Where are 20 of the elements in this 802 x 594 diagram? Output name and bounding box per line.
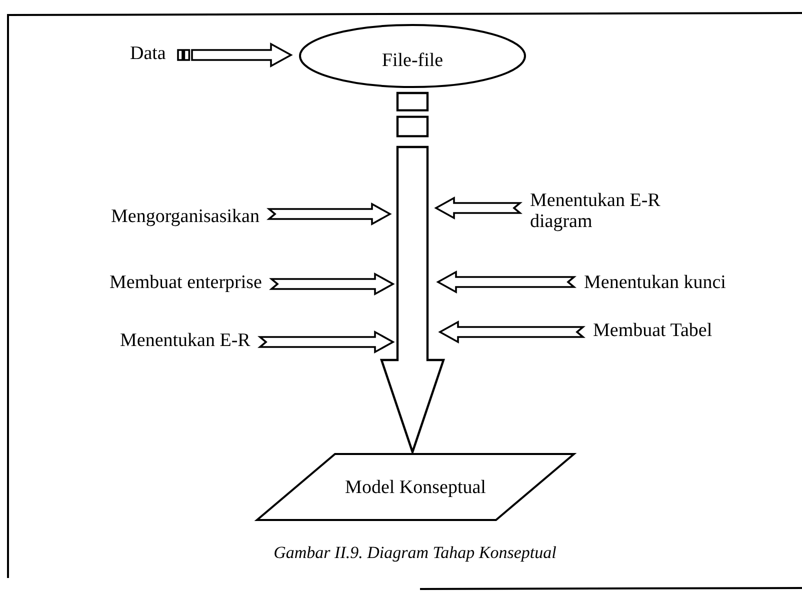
figure-caption: Gambar II.9. Diagram Tahap Konseptual <box>272 543 558 563</box>
block-arrow <box>380 92 446 456</box>
block-arrow <box>438 320 586 344</box>
block-arrow <box>269 272 395 296</box>
node-label: File-file <box>382 50 444 70</box>
block-arrow <box>436 270 576 294</box>
step-label: Data <box>130 42 166 64</box>
step-label: Mengorganisasikan <box>111 206 260 226</box>
data-parallelogram <box>256 453 575 521</box>
block-arrow <box>434 196 522 220</box>
block-arrow <box>258 330 395 354</box>
ellipse-node <box>299 24 526 88</box>
block-arrow <box>177 42 293 68</box>
step-label: Menentukan E-R diagram <box>530 190 662 232</box>
step-label: Menentukan E-R <box>120 330 250 350</box>
node-label: Model Konseptual <box>345 476 486 498</box>
block-arrow <box>266 202 392 226</box>
step-label: Membuat Tabel <box>593 320 712 340</box>
step-label: Menentukan kunci <box>584 272 726 292</box>
step-label: Membuat enterprise <box>110 272 262 292</box>
